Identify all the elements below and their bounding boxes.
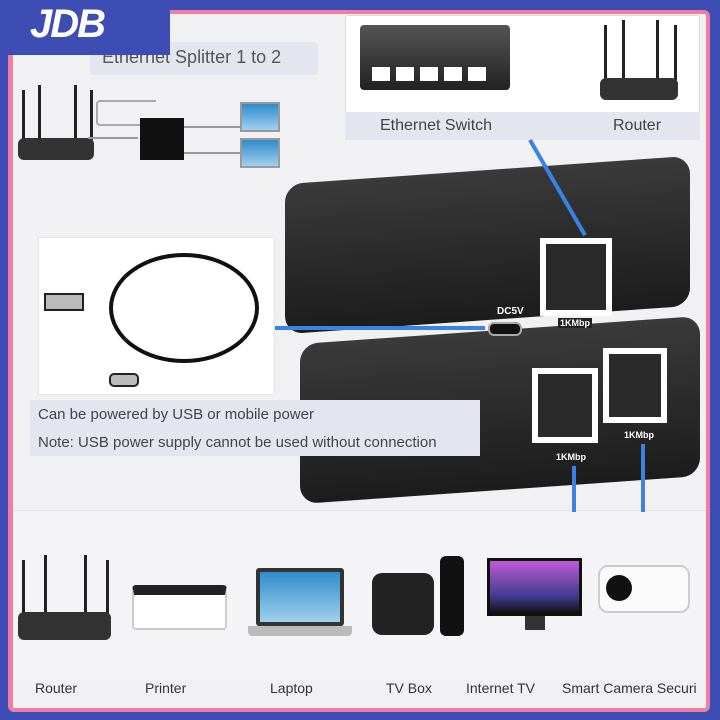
printer-icon (132, 585, 227, 630)
cable-icon (88, 137, 138, 139)
port-speed-label: 1KMbp (558, 318, 592, 328)
security-camera-icon (598, 565, 690, 613)
port-speed-label: 1KMbp (624, 430, 654, 440)
router-icon (600, 20, 680, 100)
switch-label: Ethernet Switch (380, 117, 493, 134)
laptop-icon (240, 102, 280, 132)
power-note-line1: Can be powered by USB or mobile power (38, 406, 314, 423)
tv-stand (525, 616, 545, 630)
arrow-icon (572, 466, 576, 512)
use-case-tv-box: TV Box (386, 680, 432, 696)
internet-tv-icon (487, 558, 582, 616)
usb-cable-image (109, 253, 259, 363)
power-label: DC5V (497, 306, 524, 317)
laptop-icon (240, 138, 280, 168)
usb-cable-icon (96, 100, 156, 126)
use-case-internet-tv: Internet TV (466, 680, 536, 696)
tv-box-icon (372, 573, 434, 635)
use-case-printer: Printer (145, 680, 187, 696)
use-case-laptop: Laptop (270, 680, 313, 696)
jdb-logo: JDB (0, 0, 170, 55)
cable-icon (184, 126, 240, 128)
usb-cable-panel (38, 237, 275, 395)
use-case-smart-camera: Smart Camera Securi (562, 680, 697, 696)
rj45-output-port-2 (603, 348, 667, 423)
rj45-input-port (540, 238, 612, 316)
router-icon (18, 555, 113, 640)
power-note-line2: Note: USB power supply cannot be used wi… (38, 434, 437, 451)
remote-icon (440, 556, 464, 636)
rj45-output-port-1 (532, 368, 598, 443)
splitter-icon (140, 118, 184, 160)
use-cases-strip (13, 510, 706, 680)
ethernet-switch-image (360, 25, 510, 90)
arrow-icon (641, 444, 645, 512)
usb-c-plug-icon (109, 373, 139, 387)
cable-icon (184, 152, 240, 154)
router-label: Router (613, 117, 662, 134)
splitter-device-top (285, 155, 690, 335)
power-note: Can be powered by USB or mobile power No… (30, 400, 480, 456)
arrow-icon (275, 326, 485, 330)
router-icon (18, 85, 98, 160)
laptop-base (248, 626, 352, 636)
usb-c-port (488, 322, 522, 336)
usb-a-plug-icon (44, 293, 84, 311)
use-case-router: Router (35, 680, 78, 696)
port-speed-label: 1KMbp (556, 452, 586, 462)
switch-panel-captions: Ethernet Switch Router (345, 112, 700, 140)
laptop-icon (256, 568, 344, 626)
